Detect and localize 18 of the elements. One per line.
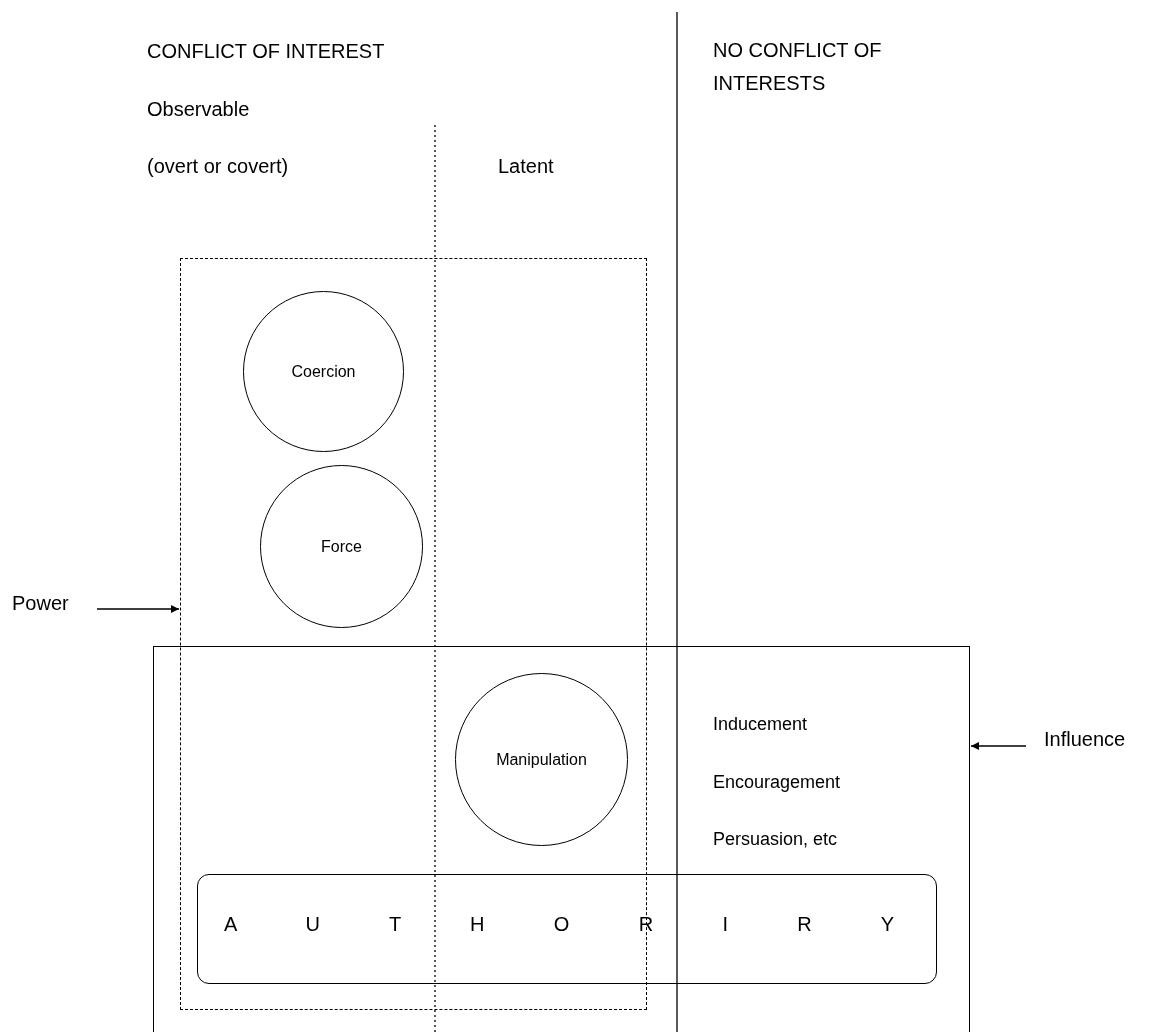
subheading: (overt or covert) bbox=[147, 155, 289, 178]
region-box bbox=[153, 646, 970, 1032]
circle-label: Coercion bbox=[291, 362, 356, 381]
subheading: Latent bbox=[498, 155, 554, 178]
circle-label: Manipulation bbox=[496, 750, 587, 769]
list-item: Persuasion, etc bbox=[713, 829, 838, 850]
arrow bbox=[970, 742, 1027, 750]
arrow-label: Influence bbox=[1044, 728, 1127, 751]
arrow bbox=[96, 605, 180, 613]
arrow-label: Power bbox=[12, 592, 70, 615]
list-item: Encouragement bbox=[713, 772, 841, 793]
column-heading: CONFLICT OF INTEREST bbox=[147, 40, 385, 63]
column-heading: NO CONFLICT OF INTERESTS bbox=[713, 38, 883, 96]
subheading: Observable bbox=[147, 98, 250, 121]
rounded-box bbox=[197, 874, 937, 984]
circle-label: Force bbox=[321, 537, 362, 556]
list-item: Inducement bbox=[713, 714, 808, 735]
spaced-letters-label: A U T H O R I R Y bbox=[224, 913, 894, 936]
